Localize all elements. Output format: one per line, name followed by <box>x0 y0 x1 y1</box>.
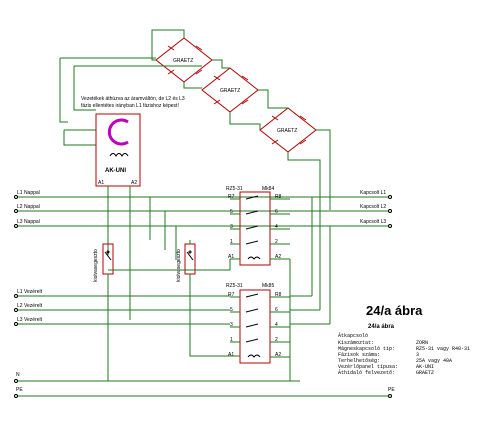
svg-text:Áthidaló felvezető:: Áthidaló felvezető: <box>338 369 395 376</box>
svg-text:L1 Vezérelt: L1 Vezérelt <box>17 289 43 295</box>
svg-text:R7: R7 <box>228 194 235 200</box>
svg-text:6: 6 <box>275 209 278 215</box>
line-l3-nappal: L3 Nappal Kapcsolt L3 <box>14 219 392 228</box>
switch-right: kiolvasegeszto <box>176 243 196 282</box>
note-text: Vezetékek áthúzva az áramváltón, de L2 é… <box>81 96 185 109</box>
svg-text:PE: PE <box>16 387 23 393</box>
note-line-1: Vezetékek áthúzva az áramváltón, de L2 é… <box>81 96 185 102</box>
spec-table: Átkapcsoló Kiszámoztat: ZORN Mágneskapcs… <box>338 332 470 376</box>
line-l2-vezerelt: L2 Vezérelt <box>14 303 230 312</box>
svg-text:Kapcsolt L2: Kapcsolt L2 <box>360 204 386 210</box>
svg-text:L3 Vezérelt: L3 Vezérelt <box>17 317 43 323</box>
svg-text:Mk85: Mk85 <box>262 283 274 289</box>
svg-text:4: 4 <box>275 322 278 328</box>
svg-text:L2 Nappal: L2 Nappal <box>17 204 40 210</box>
relay-name: AK-UNI <box>105 168 126 174</box>
svg-text:L3 Nappal: L3 Nappal <box>17 219 40 225</box>
svg-text:4: 4 <box>275 224 278 230</box>
svg-text:3: 3 <box>230 224 233 230</box>
svg-text:2: 2 <box>275 239 278 245</box>
svg-text:AK-UNI: AK-UNI <box>416 364 434 370</box>
svg-text:25A vagy 40A: 25A vagy 40A <box>416 358 452 364</box>
svg-text:L1 Nappal: L1 Nappal <box>17 190 40 196</box>
svg-text:RZ5-31: RZ5-31 <box>226 186 243 192</box>
svg-text:A1: A1 <box>228 254 234 260</box>
line-l2-nappal: L2 Nappal Kapcsolt L2 <box>14 204 392 213</box>
svg-text:GRAETZ: GRAETZ <box>416 370 434 376</box>
contactor-2: RZ5-31 Mk85 R7 R8 5 6 3 4 1 2 A1 A2 <box>226 283 290 364</box>
graetz-bridge-3: GRAETZ <box>259 107 317 153</box>
svg-text:A1: A1 <box>98 180 104 186</box>
contactor-1: RZ5-31 Mk84 R7 R8 5 6 3 4 1 2 A1 A2 <box>226 186 290 266</box>
spec-heading: Átkapcsoló <box>338 332 368 339</box>
svg-text:R8: R8 <box>275 194 282 200</box>
svg-text:RZ5-31: RZ5-31 <box>226 283 243 289</box>
svg-text:R8: R8 <box>275 292 282 298</box>
svg-text:Vezérlőpanel típusa:: Vezérlőpanel típusa: <box>338 364 398 370</box>
switch-left: kiolvasegeszto <box>93 243 114 282</box>
svg-text:kiolvasegeszto: kiolvasegeszto <box>93 249 99 282</box>
svg-text:5: 5 <box>230 307 233 313</box>
ak-uni-relay: AK-UNI A1 A2 <box>95 113 141 187</box>
svg-text:3: 3 <box>230 322 233 328</box>
figure-subtitle: 24/a ábra <box>368 324 395 330</box>
line-l1-nappal: L1 Nappal Kapcsolt L1 <box>14 190 392 199</box>
svg-text:Fázisok száma:: Fázisok száma: <box>338 352 380 358</box>
svg-text:A1: A1 <box>228 352 234 358</box>
figure-title: 24/a ábra <box>366 303 423 318</box>
svg-text:kiolvasegeszto: kiolvasegeszto <box>176 249 182 282</box>
line-l3-vezerelt: L3 Vezérelt <box>14 317 230 326</box>
line-pe: PE PE <box>14 387 395 398</box>
note-line-2: fázis ellentétes irányban L1 fázishoz ké… <box>81 103 179 109</box>
svg-text:L2 Vezérelt: L2 Vezérelt <box>17 303 43 309</box>
svg-text:RZ5-31 vagy R40-31: RZ5-31 vagy R40-31 <box>416 346 470 352</box>
line-n: N <box>14 372 300 383</box>
bridge-label: GRAETZ <box>277 128 297 134</box>
svg-text:A2: A2 <box>131 180 137 186</box>
svg-text:5: 5 <box>230 209 233 215</box>
logo-icon <box>107 118 129 146</box>
svg-text:ZORN: ZORN <box>416 340 428 346</box>
svg-text:A2: A2 <box>275 254 281 260</box>
svg-text:1: 1 <box>230 239 233 245</box>
graetz-bridge-1: GRAETZ <box>155 37 213 83</box>
svg-text:Terhelhetőség:: Terhelhetőség: <box>338 358 380 364</box>
svg-text:6: 6 <box>275 307 278 313</box>
svg-text:Kapcsolt L1: Kapcsolt L1 <box>360 190 386 196</box>
svg-text:3: 3 <box>416 352 419 358</box>
graetz-bridge-2: GRAETZ <box>201 67 259 113</box>
svg-text:Mk84: Mk84 <box>262 186 274 192</box>
svg-text:PE: PE <box>388 387 395 393</box>
svg-text:1: 1 <box>230 337 233 343</box>
svg-text:Kapcsolt L3: Kapcsolt L3 <box>360 219 386 225</box>
svg-text:R7: R7 <box>228 292 235 298</box>
line-l1-vezerelt: L1 Vezérelt <box>14 289 230 298</box>
svg-text:2: 2 <box>275 337 278 343</box>
svg-text:Mágneskapcsoló típ:: Mágneskapcsoló típ: <box>338 346 395 352</box>
svg-text:Kiszámoztat:: Kiszámoztat: <box>338 340 374 346</box>
svg-text:A2: A2 <box>275 352 281 358</box>
bridge-label: GRAETZ <box>173 58 193 64</box>
bridge-label: GRAETZ <box>220 88 240 94</box>
svg-text:N: N <box>16 372 20 378</box>
